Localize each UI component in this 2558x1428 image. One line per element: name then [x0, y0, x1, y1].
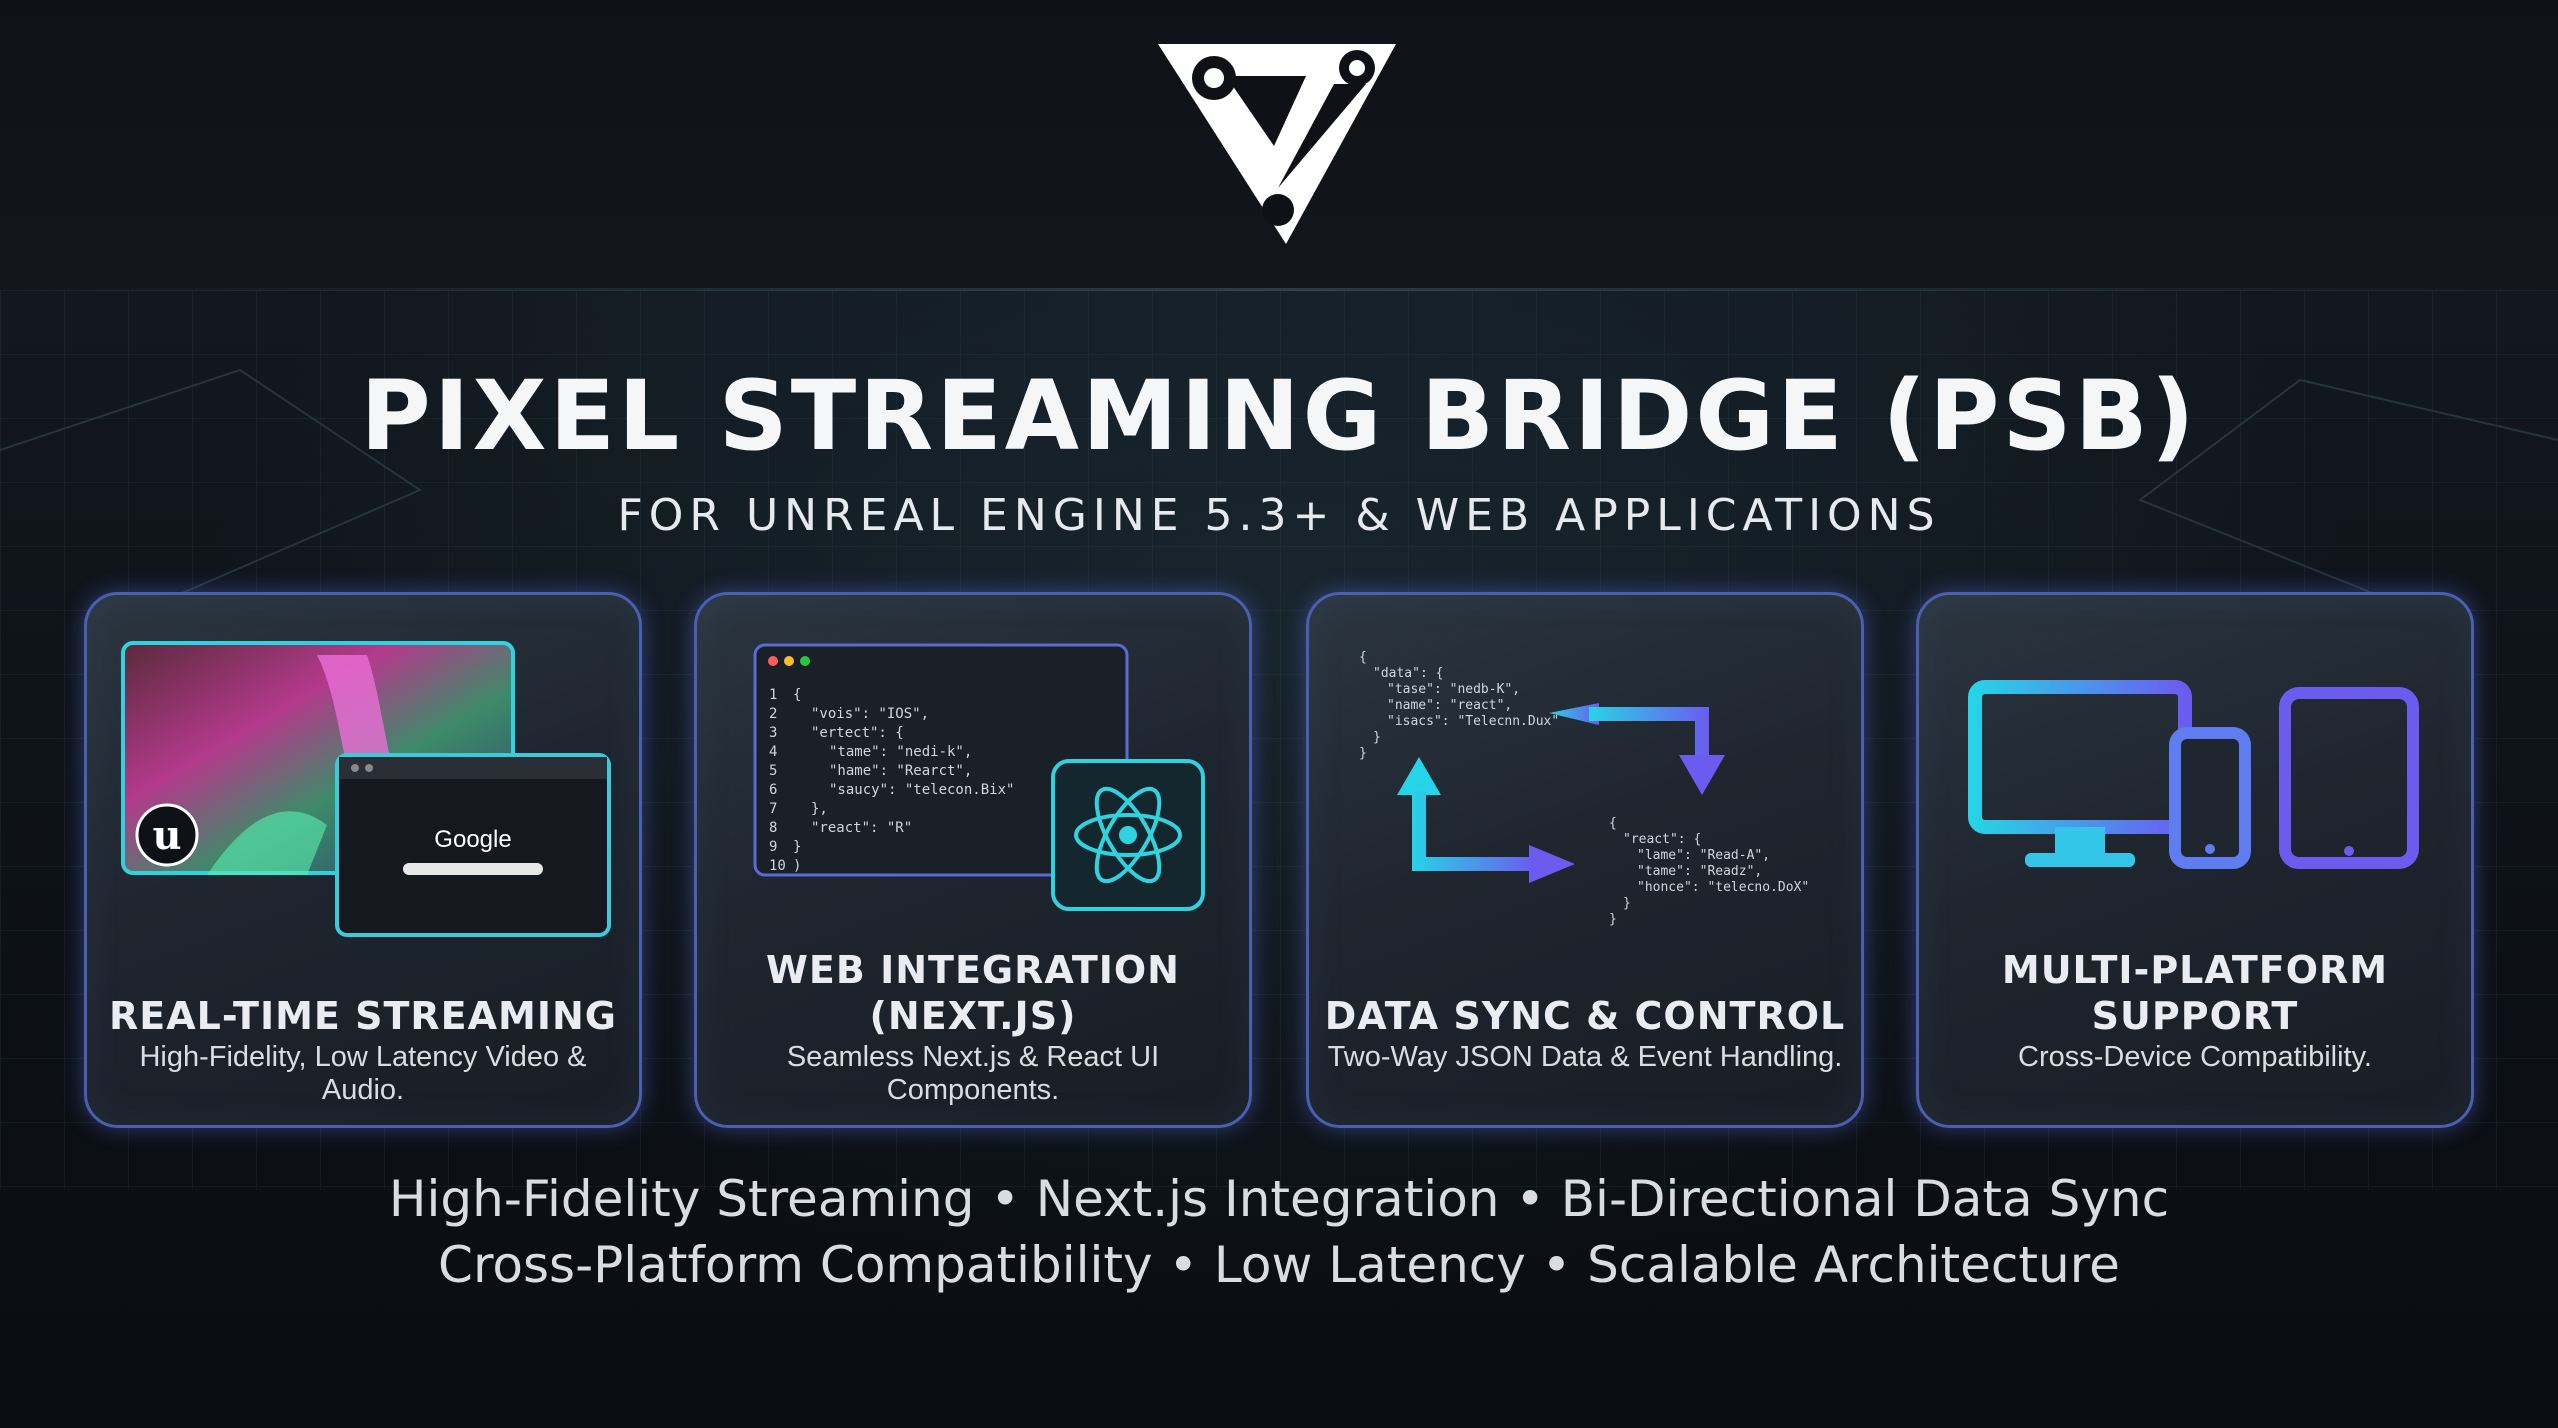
code-line-number: 2: [769, 706, 777, 722]
json-line: "name": "react",: [1387, 698, 1512, 713]
card-title-line2: SUPPORT: [2091, 994, 2299, 1038]
card-title-line2: (NEXT.JS): [869, 994, 1077, 1038]
code-line: "react": "R": [811, 820, 912, 836]
sync-arrows-icon: [1397, 703, 1725, 883]
code-line: "tame": "nedi-k",: [829, 744, 972, 760]
code-line: "ertect": {: [811, 725, 904, 741]
unreal-engine-icon: [135, 803, 199, 867]
card-description: Cross-Device Compatibility.: [2018, 1041, 2372, 1073]
json-line: "react": {: [1623, 832, 1701, 847]
json-line: }: [1359, 746, 1367, 761]
code-line: },: [811, 801, 828, 817]
card-title: DATA SYNC & CONTROL: [1324, 994, 1846, 1038]
page-subtitle: FOR UNREAL ENGINE 5.3+ & WEB APPLICATION…: [617, 490, 1941, 541]
json-line: }: [1609, 912, 1617, 927]
card-description: Two-Way JSON Data & Event Handling.: [1327, 1041, 1843, 1073]
card-title: REAL-TIME STREAMING: [109, 994, 617, 1038]
data-sync-visual: { "data": {"tase": "nedb-K","name": "reac…: [1359, 650, 1809, 927]
card-data-sync: { "data": {"tase": "nedb-K","name": "reac…: [1306, 592, 1864, 1128]
json-line: {: [1359, 650, 1367, 665]
feature-list-line1: High-Fidelity Streaming • Next.js Integr…: [388, 1170, 2170, 1228]
json-line: }: [1373, 730, 1381, 745]
code-line-number: 3: [769, 725, 777, 741]
json-line: "isacs": "Telecnn.Dux": [1387, 714, 1559, 729]
json-line: "tame": "Readz",: [1637, 864, 1762, 879]
code-line: }: [793, 839, 801, 855]
react-icon: [1074, 786, 1182, 884]
code-line-number: 10: [769, 858, 786, 874]
code-line-number: 8: [769, 820, 777, 836]
code-line: "hame": "Rearct",: [829, 763, 972, 779]
phone-icon: [2169, 727, 2251, 869]
card-real-time-streaming: u Google REAL-TIME STREAMING High-Fideli…: [84, 592, 642, 1128]
multi-platform-visual: [1968, 680, 2419, 869]
json-line: "tase": "nedb-K",: [1387, 682, 1520, 697]
psb-logo-icon: [1158, 44, 1396, 244]
code-line-number: 1: [769, 687, 777, 703]
feature-list-line2: Cross-Platform Compatibility • Low Laten…: [438, 1236, 2120, 1294]
tablet-icon: [2279, 687, 2419, 869]
json-line: }: [1623, 896, 1631, 911]
monitor-icon: [1968, 680, 2192, 867]
svg-text:u: u: [152, 812, 181, 859]
browser-search-text: Google: [434, 826, 511, 853]
json-line: "lame": "Read-A",: [1637, 848, 1770, 863]
page-title: PIXEL STREAMING BRIDGE (PSB): [360, 360, 2198, 472]
code-line-number: 5: [769, 763, 777, 779]
card-description: High-Fidelity, Low Latency Video & Audio…: [139, 1041, 587, 1106]
json-line: {: [1609, 816, 1617, 831]
web-integration-visual: 1 {2 "vois": "IOS", 3 "ertect": { 4 "tame": "n…: [753, 643, 1205, 911]
code-line: ): [793, 858, 801, 874]
card-web-integration: 1 {2 "vois": "IOS", 3 "ertect": { 4 "tame": "n…: [694, 592, 1252, 1128]
code-line-number: 9: [769, 839, 777, 855]
browser-window-icon: [335, 753, 611, 937]
code-line: "saucy": "telecon.Bix": [829, 782, 1014, 798]
streaming-visual: u Google: [121, 641, 611, 937]
card-multi-platform: MULTI-PLATFORM SUPPORT Cross-Device Comp…: [1916, 592, 2474, 1128]
card-title-line1: WEB INTEGRATION: [766, 948, 1180, 992]
json-line: "data": {: [1373, 666, 1443, 681]
code-line-number: 4: [769, 744, 777, 760]
code-line: "vois": "IOS",: [811, 706, 929, 722]
code-line-number: 6: [769, 782, 777, 798]
code-line-number: 7: [769, 801, 777, 817]
card-title-line1: MULTI-PLATFORM: [2001, 948, 2389, 992]
card-description: Seamless Next.js & React UI Components.: [786, 1041, 1160, 1106]
code-line: {: [793, 687, 801, 703]
band-divider: [0, 288, 2558, 291]
json-line: "honce": "telecno.DoX": [1637, 880, 1809, 895]
